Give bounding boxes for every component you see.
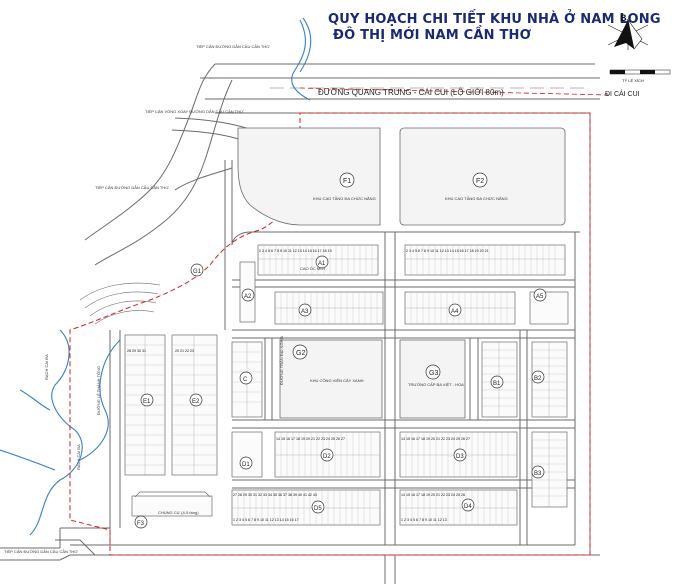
label-g1: G1 xyxy=(193,269,202,275)
label-b2: B2 xyxy=(534,376,542,382)
desc-g2: KHU CÔNG VIÊN CÂY XANH xyxy=(310,378,364,383)
label-f2: F2 xyxy=(476,178,484,185)
desc-f2: KHU CAO TẦNG ĐA CHỨC NĂNG xyxy=(445,196,508,201)
label-d5: D5 xyxy=(314,506,322,512)
road-bridge-3: TIẾP CẬN ĐƯỜNG DẪN CẦU CẦN THƠ xyxy=(95,185,169,190)
desc-f3: CHUNG CƯ (4-5 tầng) xyxy=(158,510,199,515)
scale-bar: TỶ LỆ XÍCH xyxy=(609,69,671,83)
label-e2: E2 xyxy=(192,399,200,405)
road-main-label: ĐƯỜNG QUANG TRUNG - CÁI CUI (LỘ GIỚI 80m… xyxy=(318,88,504,97)
block-d1 xyxy=(231,431,263,478)
road-bridge-2: TIẾP CẬN VÒNG XOAY ĐƯỜNG DẪN CẦU CẦN THƠ xyxy=(145,109,244,114)
road-cai-cui-label: ĐI CÁI CUI xyxy=(605,89,640,98)
label-d1: D1 xyxy=(242,462,250,468)
label-a1: A1 xyxy=(318,261,326,267)
svg-text:20 21 22 23: 20 21 22 23 xyxy=(175,349,194,353)
road-west: ĐƯỜNG LÊ THÁNH TÔNG xyxy=(96,366,101,415)
road-center: ĐƯỜNG TRẦN ĐẠI NGHĨA xyxy=(279,335,284,385)
label-a2: A2 xyxy=(244,294,252,300)
block-d5 xyxy=(231,489,381,526)
north-arrow-icon: B 1 xyxy=(607,13,649,50)
scale-note: TỶ LỆ XÍCH xyxy=(622,78,644,83)
block-f3-roof xyxy=(134,491,211,498)
large-blocks xyxy=(237,127,566,419)
descriptive-texts: KHU CAO TẦNG ĐA CHỨC NĂNG KHU CAO TẦNG Đ… xyxy=(158,196,508,515)
map-title-line1: QUY HOẠCH CHI TIẾT KHU NHÀ Ở NAM LONG xyxy=(328,12,661,27)
desc-f1: KHU CAO TẦNG ĐA CHỨC NĂNG xyxy=(313,196,376,201)
label-a3: A3 xyxy=(301,309,309,315)
label-d3: D3 xyxy=(456,454,464,460)
svg-text:14 15 16 17 18 19 20 21 22 23: 14 15 16 17 18 19 20 21 22 23 24 25 26 xyxy=(401,493,465,497)
lot-number-rows: 14 15 16 17 18 19 20 21 22 23 24 25 26 2… xyxy=(127,249,489,522)
label-c: C xyxy=(243,377,248,383)
road-bridge-1: TIẾP CẬN ĐƯỜNG DẪN CẦU CẦN THƠ xyxy=(196,44,270,49)
river-label-2: RẠCH CÁI ĐA xyxy=(76,444,81,470)
road-labels: ĐƯỜNG QUANG TRUNG - CÁI CUI (LỘ GIỚI 80m… xyxy=(4,44,640,554)
block-g3 xyxy=(399,339,466,419)
label-g2: G2 xyxy=(296,350,305,357)
label-f1: F1 xyxy=(343,178,351,185)
label-a4: A4 xyxy=(451,309,459,315)
svg-text:14 15 16 17 18 19 20 21 22 23: 14 15 16 17 18 19 20 21 22 23 24 25 26 2… xyxy=(276,437,345,441)
svg-text:2 3 4 5 6 7 8 9 10 11 12 13 14: 2 3 4 5 6 7 8 9 10 11 12 13 14 15 16 17 … xyxy=(406,249,489,253)
label-d4: D4 xyxy=(464,504,472,510)
label-b1: B1 xyxy=(493,381,501,387)
block-d4 xyxy=(399,489,518,526)
svg-text:1 2 3 4 5 6 7 8 9 10 11 12 13: 1 2 3 4 5 6 7 8 9 10 11 12 13 xyxy=(401,518,447,522)
roundabout-area xyxy=(79,282,161,325)
label-a5: A5 xyxy=(536,294,544,300)
svg-text:14 15 16 17 18 19 20 21 22 23: 14 15 16 17 18 19 20 21 22 23 24 25 26 2… xyxy=(401,437,470,441)
river-label-1: RẠCH CÁI ĐA xyxy=(44,354,49,380)
main-roads xyxy=(0,63,600,584)
label-e1: E1 xyxy=(143,399,151,405)
north-label: B xyxy=(620,13,627,23)
boundary-extension xyxy=(299,87,611,96)
water-features xyxy=(0,17,312,536)
zone-labels: F1 F2 G1 A1 A2 A3 A4 A5 G2 G3 B1 B2 B3 C… xyxy=(137,178,544,527)
north-sub: 1 xyxy=(626,19,629,25)
block-b2 xyxy=(531,341,568,418)
map-title-line2: ĐÔ THỊ MỚI NAM CẦN THƠ xyxy=(333,28,532,43)
svg-text:28 29 30 31: 28 29 30 31 xyxy=(127,349,146,353)
svg-text:27 28 29 30 31 32 33 34 35 36: 27 28 29 30 31 32 33 34 35 36 37 38 39 4… xyxy=(233,493,317,497)
svg-text:1 2 3 4 5 6 7 8 9 10 11 12 13: 1 2 3 4 5 6 7 8 9 10 11 12 13 14 15 16 1… xyxy=(233,518,299,522)
label-g3: G3 xyxy=(429,370,438,377)
zone-markers xyxy=(134,172,547,529)
block-f3 xyxy=(131,495,213,517)
label-f3: F3 xyxy=(137,521,145,527)
label-d2: D2 xyxy=(323,454,331,460)
desc-g3: TRƯỜNG CẤP BA VIỆT - HOA xyxy=(408,382,464,387)
block-f1 xyxy=(237,127,381,226)
block-a4 xyxy=(404,244,566,276)
desc-subblock: CAO ỐC MỚI xyxy=(300,266,325,271)
label-b3: B3 xyxy=(534,471,542,477)
svg-text:2 3 4 5 6 7 8 9 10 11 12 13 14: 2 3 4 5 6 7 8 9 10 11 12 13 14 15 16 17 … xyxy=(259,249,332,253)
road-bridge-4: TIẾP CẬN ĐƯỜNG DẪN CẦU CẦN THƠ xyxy=(4,549,78,554)
